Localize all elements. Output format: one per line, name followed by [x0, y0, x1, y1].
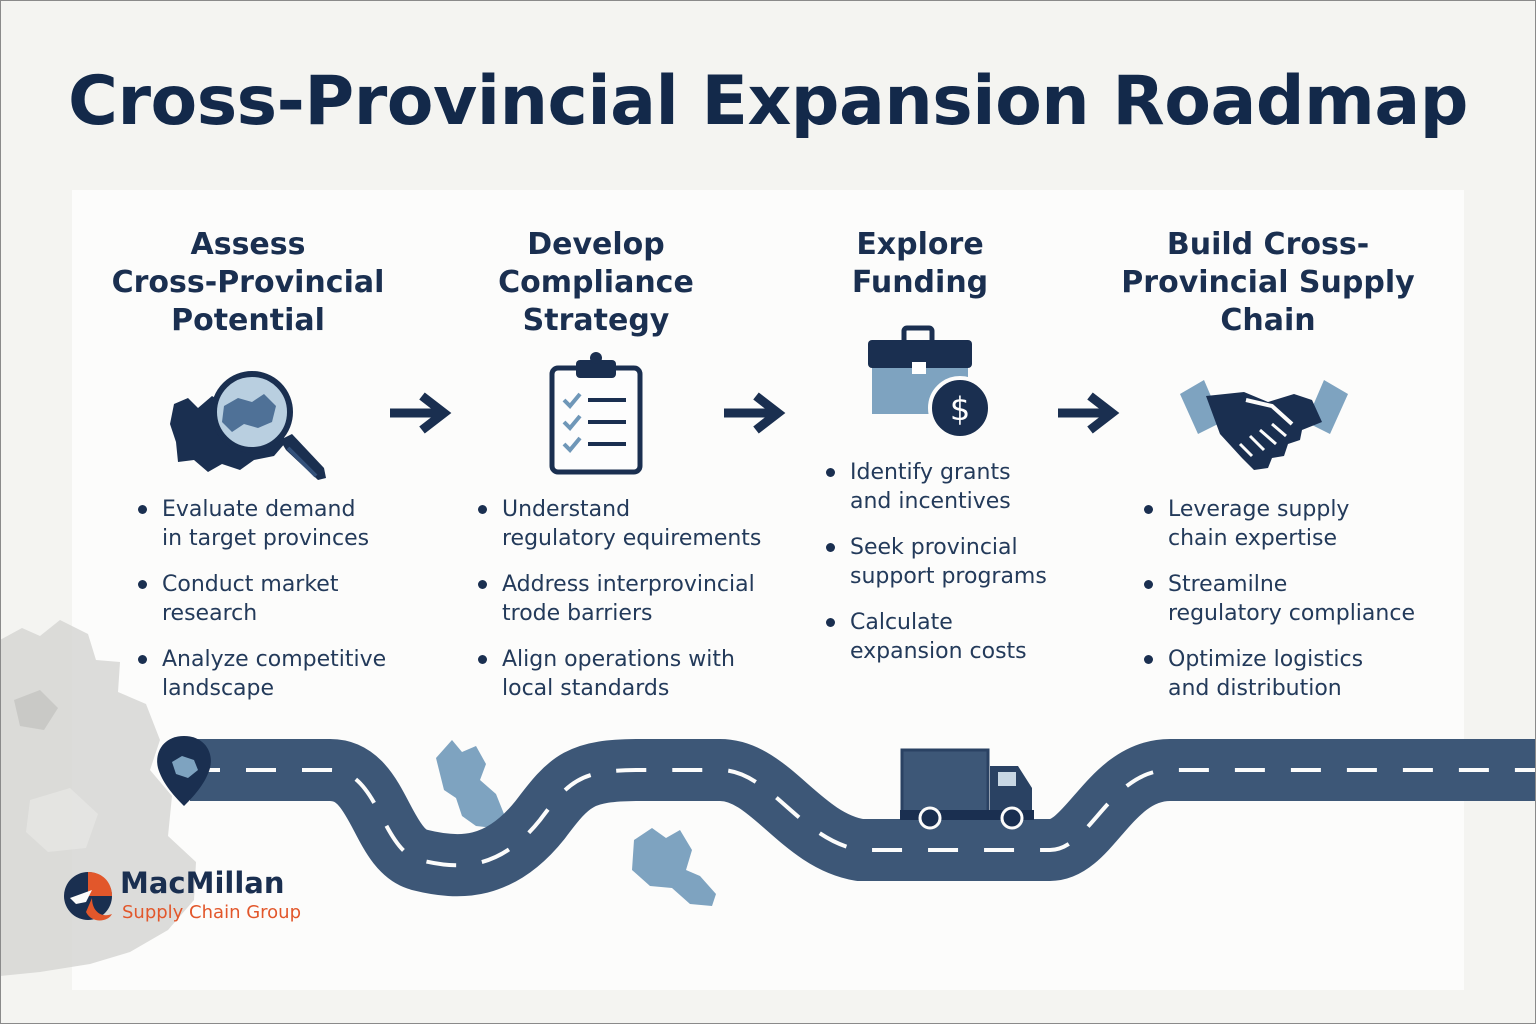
stage-4-title-line: Provincial Supply [1121, 265, 1415, 300]
delivery-truck-icon [900, 748, 1034, 830]
list-item: Evaluate demand in target provinces [138, 495, 418, 553]
handshake-icon [1180, 380, 1348, 470]
bullet-line: landscape [162, 676, 275, 701]
stage-2-title: Develop Compliance Strategy [450, 226, 742, 340]
list-item: Address interprovincial trode barriers [478, 570, 778, 628]
stage-4-title: Build Cross- Provincial Supply Chain [1110, 226, 1426, 340]
bullet-line: research [162, 601, 258, 626]
roadmap-road [157, 736, 1536, 906]
stage-2-title-line: Develop [527, 227, 665, 262]
list-item: Streamilne regulatory compliance [1144, 570, 1434, 628]
macmillan-logo-mark [64, 872, 112, 921]
bullet-line: regulatory equirements [502, 526, 762, 551]
stage-1-title-line: Cross-Provincial [111, 265, 385, 300]
arrow-right-icon [1058, 392, 1120, 434]
svg-text:$: $ [950, 390, 970, 428]
stage-1-title-line: Potential [171, 303, 325, 338]
list-item: Conduct market research [138, 570, 418, 628]
bullet-line: Analyze competitive [162, 647, 387, 672]
stage-3-title-line: Funding [851, 265, 989, 300]
stage-4-bullets: Leverage supply chain expertise Streamiln… [1144, 495, 1434, 720]
logo-tagline: Supply Chain Group [122, 902, 301, 923]
bullet-line: regulatory compliance [1168, 601, 1415, 626]
stage-2-title-line: Strategy [522, 303, 670, 338]
stage-1-title-line: Assess [190, 227, 306, 262]
bullet-line: local standards [502, 676, 670, 701]
bullet-line: Calculate [850, 610, 953, 635]
stage-1-bullets: Evaluate demand in target provinces Condu… [138, 495, 418, 720]
bullet-line: Conduct market [162, 572, 339, 597]
bullet-line: Leverage supply [1168, 497, 1350, 522]
bullet-line: Streamilne [1168, 572, 1288, 597]
bullet-line: Align operations with [502, 647, 735, 672]
magnifier-over-canada-map-icon [170, 371, 326, 480]
briefcase-dollar-icon: $ [868, 325, 992, 440]
list-item: Seek provincial support programs [826, 533, 1086, 591]
location-pin-icon [157, 736, 211, 806]
stage-4-title-line: Build Cross- [1166, 227, 1370, 262]
arrow-right-icon [390, 392, 452, 434]
bullet-line: Optimize logistics [1168, 647, 1364, 672]
list-item: Align operations with local standards [478, 645, 778, 703]
bullet-line: Address interprovincial [502, 572, 755, 597]
bullet-line: and distribution [1168, 676, 1342, 701]
background-map-silhouette [0, 620, 196, 976]
province-map-icon [436, 740, 716, 906]
arrow-right-icon [724, 392, 786, 434]
content-panel [72, 190, 1464, 990]
bullet-line: and incentives [850, 489, 1011, 514]
clipboard-checklist-icon [549, 352, 643, 475]
stage-2-title-line: Compliance [498, 265, 694, 300]
bullet-line: Evaluate demand [162, 497, 356, 522]
company-logo: MacMillan Supply Chain Group [62, 862, 342, 932]
list-item: Understand regulatory equirements [478, 495, 778, 553]
list-item: Leverage supply chain expertise [1144, 495, 1434, 553]
list-item: Analyze competitive landscape [138, 645, 418, 703]
bullet-line: Seek provincial [850, 535, 1018, 560]
stage-3-bullets: Identify grants and incentives Seek provi… [826, 458, 1086, 683]
bullet-line: support programs [850, 564, 1047, 589]
stage-2-bullets: Understand regulatory equirements Address… [478, 495, 778, 720]
logo-name: MacMillan [120, 866, 285, 900]
list-item: Calculate expansion costs [826, 608, 1086, 666]
stage-3-title: Explore Funding [800, 226, 1040, 302]
bullet-line: Understand [502, 497, 631, 522]
stage-3-title-line: Explore [856, 227, 984, 262]
stage-4-title-line: Chain [1220, 303, 1316, 338]
page-title: Cross-Provincial Expansion Roadmap [68, 62, 1468, 141]
bullet-line: chain expertise [1168, 526, 1338, 551]
list-item: Identify grants and incentives [826, 458, 1086, 516]
bullet-line: trode barriers [502, 601, 653, 626]
bullet-line: Identify grants [850, 460, 1011, 485]
bullet-line: in target provinces [162, 526, 370, 551]
bullet-line: expansion costs [850, 639, 1027, 664]
list-item: Optimize logistics and distribution [1144, 645, 1434, 703]
stage-1-title: Assess Cross-Provincial Potential [98, 226, 398, 340]
